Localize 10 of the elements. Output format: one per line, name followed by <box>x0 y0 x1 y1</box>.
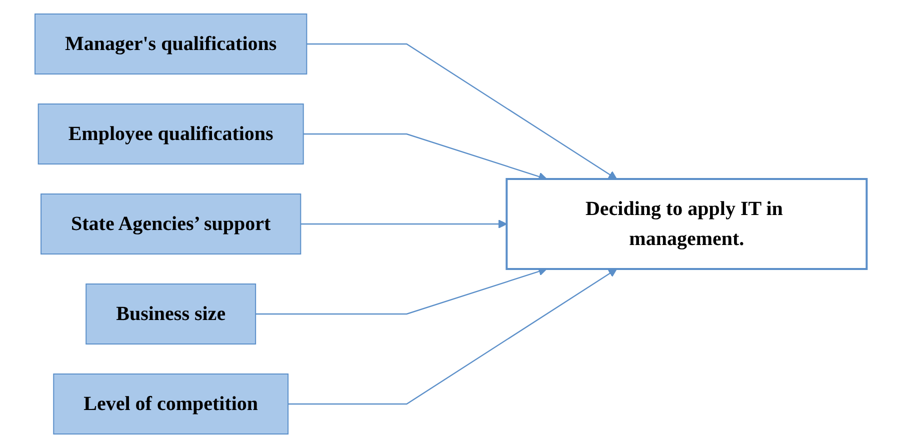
node-box: Deciding to apply IT in management. <box>505 178 868 270</box>
node-box: Business size <box>85 284 256 344</box>
node-box: Employee qualifications <box>37 104 304 164</box>
arrow <box>300 220 507 228</box>
node-box: Manager's qualifications <box>34 14 307 74</box>
arrow <box>303 133 547 181</box>
node-box: Level of competition <box>52 374 288 434</box>
arrow <box>306 43 617 180</box>
arrow <box>288 268 617 405</box>
node-box: State Agencies’ support <box>40 194 301 254</box>
